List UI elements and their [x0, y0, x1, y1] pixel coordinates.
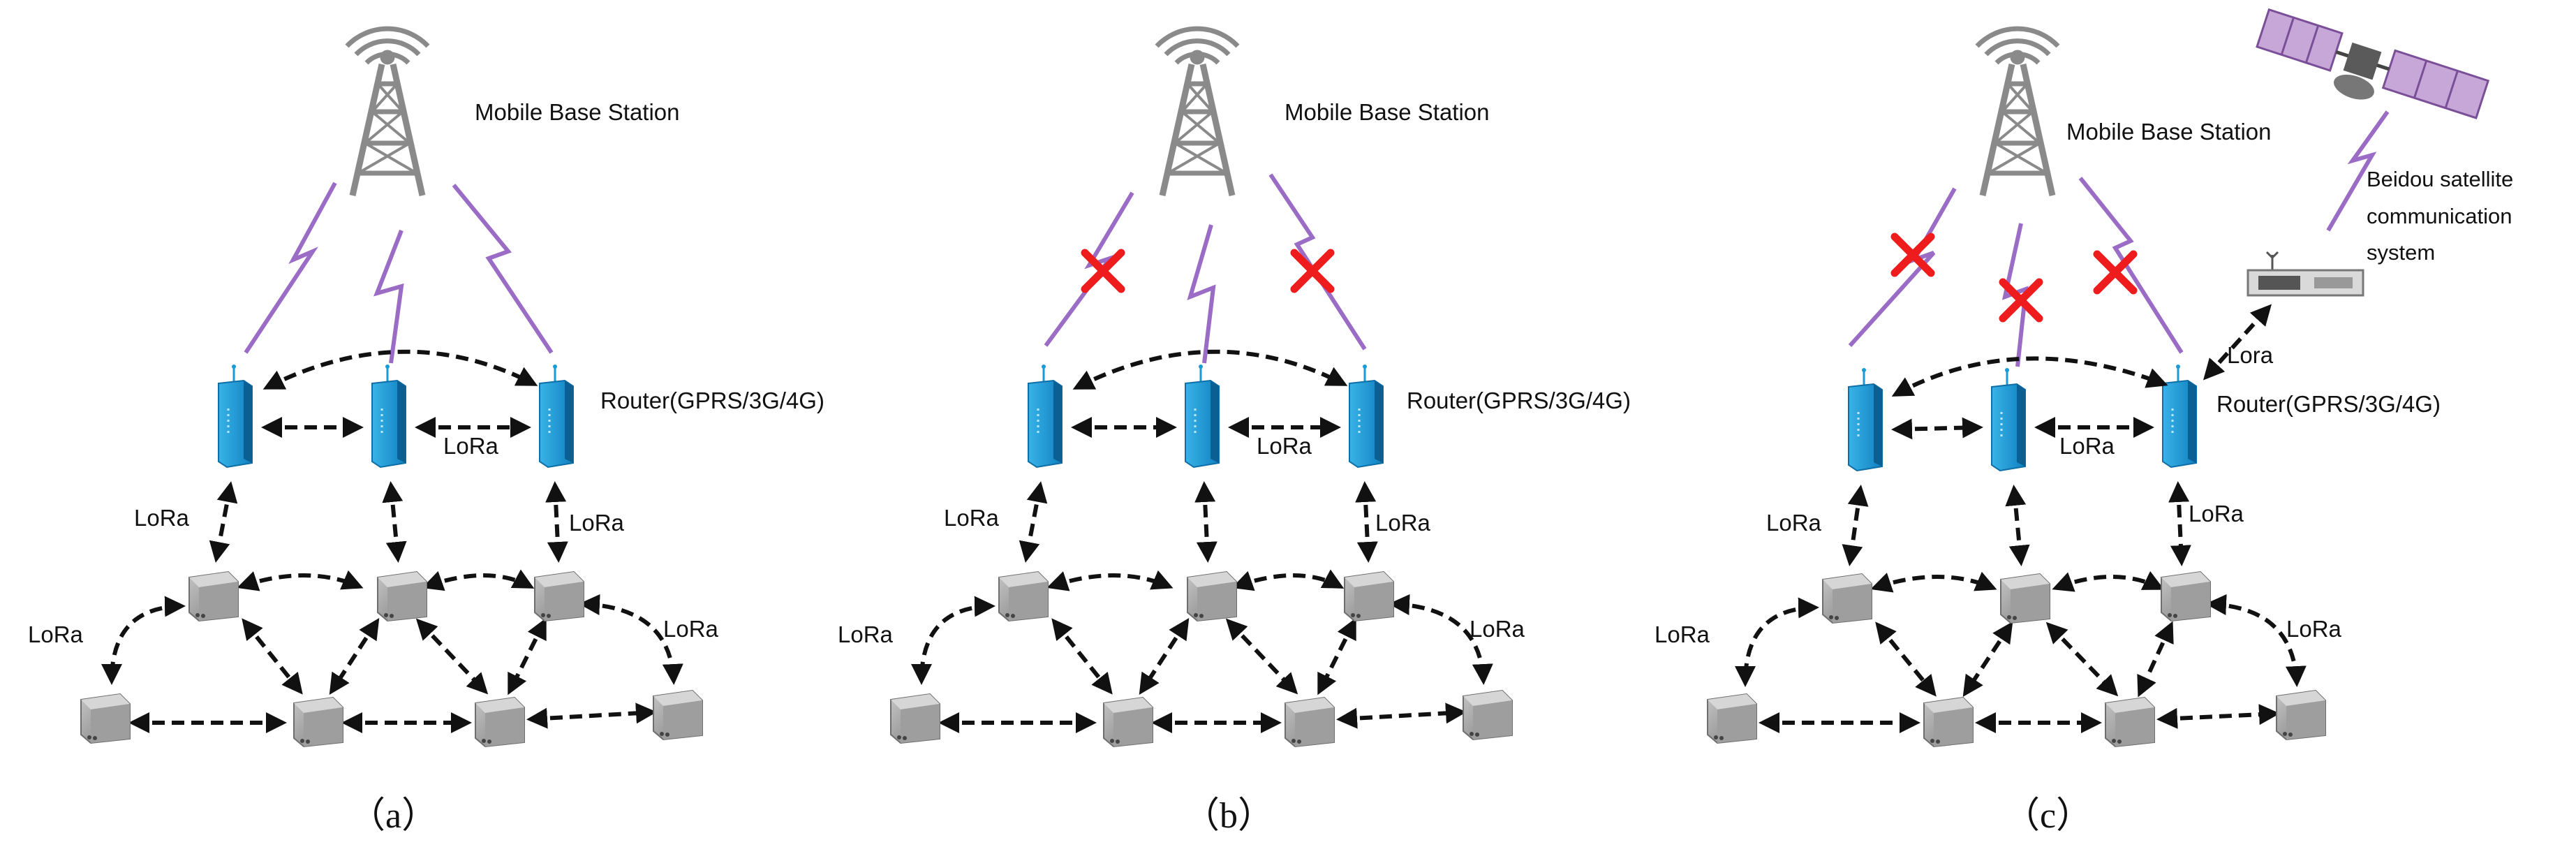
base-station-label: Mobile Base Station	[2066, 119, 2272, 145]
wireless-link-left	[244, 182, 337, 354]
sensor-node-icon	[1707, 693, 1757, 744]
link-label: LoRa	[134, 505, 190, 531]
router-links	[1842, 304, 2272, 566]
link-failed-icon	[1294, 253, 1331, 289]
router-icon	[538, 363, 575, 469]
link-failed-icon	[2097, 254, 2133, 290]
router-label: Router(GPRS/3G/4G)	[2216, 391, 2441, 417]
panel-a: Mobile Base Station Router(GPRS/3G/4G) L…	[28, 29, 824, 836]
wireless-link-right	[2078, 177, 2184, 354]
router-icon	[1184, 363, 1220, 469]
node-links	[911, 569, 1493, 733]
sensor-node-icon	[534, 571, 584, 621]
link-label: LoRa	[1655, 621, 1710, 647]
sensor-node-icon	[1344, 571, 1394, 621]
sensor-node-icon	[475, 697, 525, 747]
sensor-node-icon	[2276, 690, 2326, 740]
wireless-link-left	[1848, 187, 1957, 348]
wireless-link-middle	[373, 229, 404, 364]
link-label: LoRa	[2286, 616, 2342, 642]
wireless-link-middle	[1187, 224, 1216, 364]
router-label: Router(GPRS/3G/4G)	[600, 388, 824, 413]
router-label: Router(GPRS/3G/4G)	[1407, 388, 1631, 413]
sensor-node-icon	[188, 571, 239, 621]
link-label: LoRa	[2189, 501, 2244, 527]
link-label: LoRa	[944, 505, 1000, 531]
sensor-node-icon	[1103, 697, 1153, 747]
wireless-link-left	[1044, 191, 1134, 347]
link-label: LoRa	[1470, 616, 1525, 642]
router-icon	[371, 363, 407, 469]
sensor-node-icon	[2161, 571, 2211, 621]
panel-b: Mobile Base Station Router(GPRS/3G/4G) L…	[838, 29, 1631, 836]
node-links	[1735, 570, 2307, 733]
cell-tower-icon	[347, 29, 428, 196]
caption-a: （a）	[349, 796, 438, 836]
caption-c: （c）	[2004, 796, 2092, 836]
satellite-label-line2: communication	[2367, 204, 2512, 228]
link-label: LoRa	[838, 621, 894, 647]
router-icon	[1348, 363, 1384, 469]
sensor-node-icon	[1285, 697, 1335, 747]
router-icon	[1027, 363, 1063, 469]
sensor-node-icon	[1822, 573, 1872, 624]
satellite-label-line1: Beidou satellite	[2367, 167, 2513, 191]
base-station-label: Mobile Base Station	[475, 99, 680, 125]
link-label: LoRa	[28, 621, 84, 647]
sensor-node-icon	[377, 571, 427, 621]
router-icon	[217, 363, 253, 469]
router-icon	[2161, 363, 2198, 469]
wireless-link-right	[452, 184, 554, 354]
link-label: LoRa	[2059, 433, 2115, 459]
sensor-node-icon	[2000, 573, 2050, 624]
base-station-label: Mobile Base Station	[1285, 99, 1490, 125]
wireless-links	[1848, 110, 2390, 367]
link-label: LoRa	[569, 510, 625, 536]
wireless-links	[244, 182, 554, 364]
link-label: LoRa	[1257, 433, 1312, 459]
satellite-link-label: Lora	[2227, 342, 2274, 368]
router-icon	[1847, 367, 1883, 472]
wireless-links	[1044, 173, 1367, 364]
link-failed-icon	[1085, 253, 1121, 289]
sensor-node-icon	[1463, 690, 1513, 740]
sensor-node-icon	[80, 693, 131, 744]
cell-tower-icon	[1157, 29, 1238, 196]
sensor-node-icon	[890, 693, 940, 744]
sensor-node-icon	[653, 690, 703, 740]
cell-tower-icon	[1977, 29, 2058, 196]
link-label: LoRa	[1375, 510, 1431, 536]
satellite-link	[2326, 110, 2390, 232]
caption-b: （b）	[1183, 796, 1274, 836]
sensor-node-icon	[293, 697, 343, 747]
link-label: LoRa	[1766, 510, 1822, 536]
node-links	[101, 569, 683, 733]
router-icon	[1990, 367, 2027, 472]
router-links	[209, 349, 568, 563]
sensor-node-icon	[1187, 571, 1237, 621]
wireless-link-right	[1268, 173, 1367, 351]
link-label: LoRa	[663, 616, 719, 642]
link-failed-icon	[2003, 282, 2039, 318]
satellite-icon	[2256, 8, 2490, 119]
satellite-terminal-icon	[2246, 251, 2364, 297]
panel-c: Mobile Base Station Beidou satellite com…	[1655, 8, 2513, 836]
sensor-node-icon	[998, 571, 1049, 621]
satellite-label-line3: system	[2367, 240, 2435, 265]
router-links	[1019, 349, 1378, 563]
sensor-node-icon	[2105, 697, 2155, 747]
link-label: LoRa	[443, 433, 499, 459]
sensor-node-icon	[1923, 697, 1974, 747]
